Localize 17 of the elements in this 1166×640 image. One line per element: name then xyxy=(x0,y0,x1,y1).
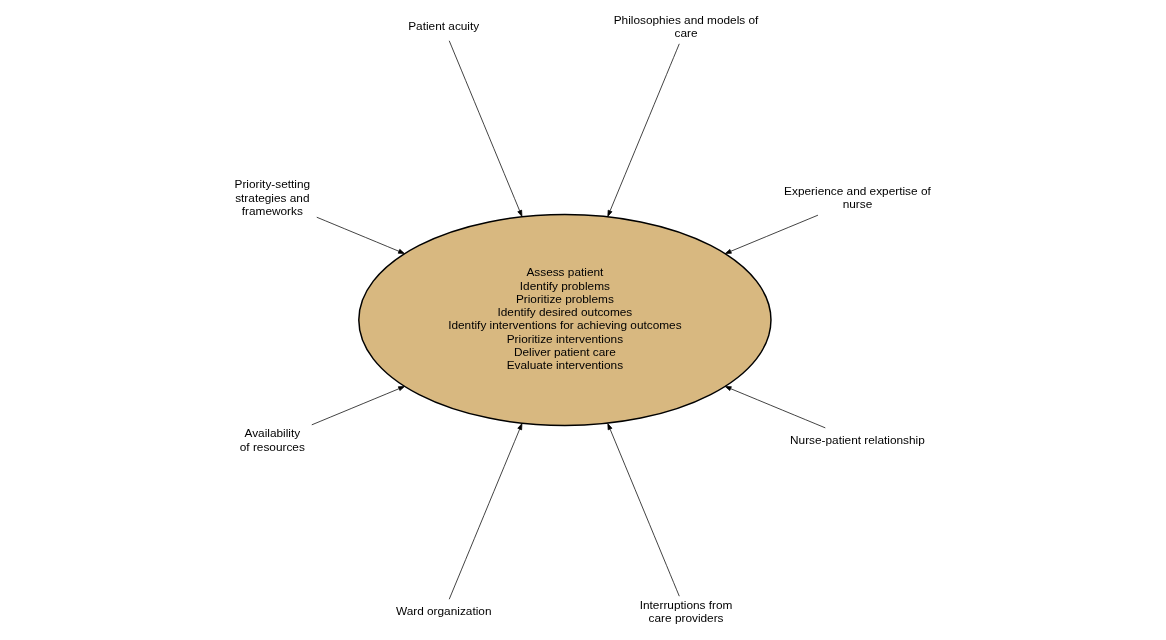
node-ellipse: Assess patient Identify problems Prioritize problems Identify desired outcomes Identify interventions for achieving outcomes Prioritize interventions Deliver patient care Evaluate interventions xyxy=(358,213,772,427)
node-text: Patient acuity xyxy=(408,19,480,34)
arrow xyxy=(724,214,819,254)
node-text: Availability of resources xyxy=(239,426,305,454)
node-text: Nurse-patient relationship xyxy=(790,432,925,447)
node-text: Ward organization xyxy=(395,604,492,619)
arrow xyxy=(311,386,405,426)
arrow xyxy=(448,423,523,600)
arrow xyxy=(607,43,680,217)
node-text: Experience and expertise of nurse xyxy=(784,183,931,212)
node-text: Interruptions from care providers xyxy=(639,597,733,626)
node-text: Priority-setting strategies and frameworks xyxy=(234,177,311,218)
arrow xyxy=(316,216,405,254)
arrow xyxy=(724,386,826,429)
arrow xyxy=(448,40,523,217)
arrow xyxy=(607,423,680,597)
node-text: Philosophies and models of care xyxy=(613,12,759,40)
